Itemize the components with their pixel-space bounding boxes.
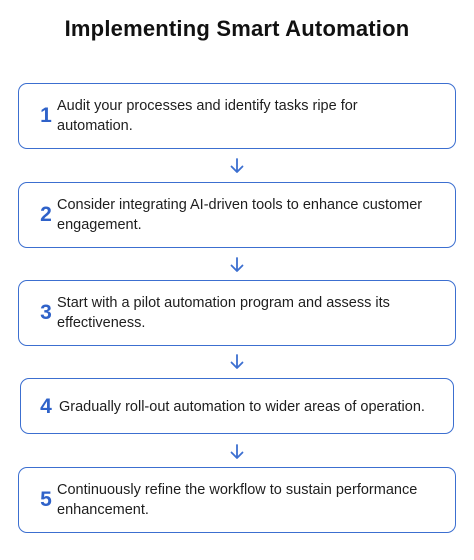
arrow-down-icon [230, 444, 244, 459]
step-3-number: 3 [40, 301, 52, 324]
step-1-number: 1 [40, 104, 52, 127]
step-3-text: Start with a pilot automation program an… [57, 295, 390, 331]
diagram-title: Implementing Smart Automation [64, 16, 410, 41]
step-1-box: 1 Audit your processes and identify task… [18, 83, 456, 149]
step-3-box: 3 Start with a pilot automation program … [18, 280, 456, 346]
step-2-number: 2 [40, 203, 52, 226]
step-2-text: Consider integrating AI-driven tools to … [57, 197, 423, 233]
arrow-down-icon [230, 257, 244, 272]
step-2-box: 2 Consider integrating AI-driven tools t… [18, 182, 456, 248]
step-1-text: Audit your processes and identify tasks … [57, 98, 358, 134]
step-4-box: 4 Gradually roll-out automation to wider… [20, 378, 454, 434]
step-4-number: 4 [40, 395, 52, 418]
step-4-text: Gradually roll-out automation to wider a… [59, 399, 425, 415]
arrow-down-icon [230, 354, 244, 369]
arrow-down-icon [230, 158, 244, 173]
step-5-box: 5 Continuously refine the workflow to su… [18, 467, 456, 533]
step-5-number: 5 [40, 488, 52, 511]
step-5-text: Continuously refine the workflow to sust… [57, 482, 418, 518]
